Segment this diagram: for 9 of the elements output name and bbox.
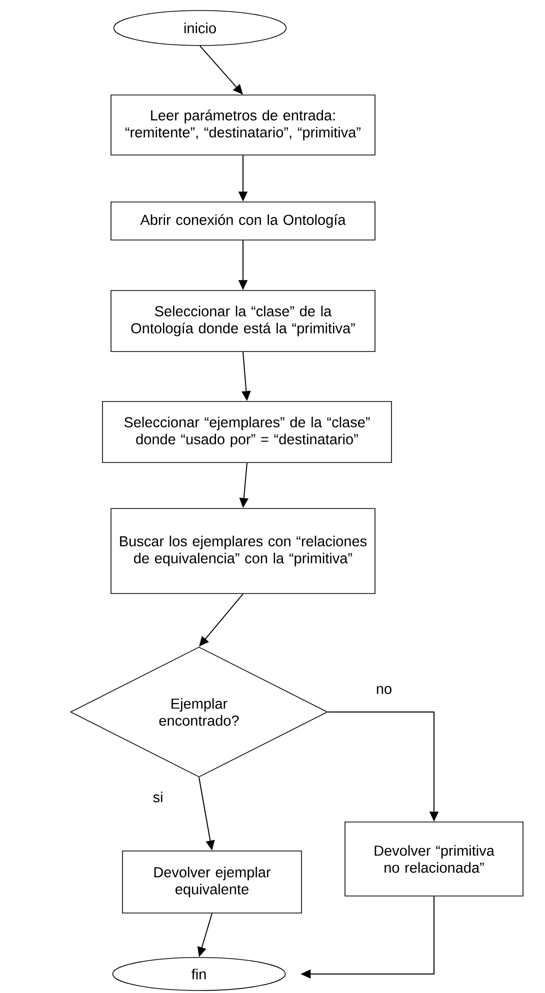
process-box: Leer parámetros de entrada: “remitente”, “destinatario”, “primitiva” (110, 94, 376, 156)
process-box: Devolver ejemplar equivalente (122, 850, 302, 914)
process-box: Buscar los ejemplares con “relaciones de equivalencia” con la “primitiva” (110, 508, 376, 594)
process-box: Devolver “primitiva no relacionada” (344, 822, 524, 896)
process-box: Abrir conexión con la Ontología (110, 202, 376, 240)
process-box: Seleccionar “ejemplares” de la “clase” donde “usado por” = “destinatario” (102, 401, 392, 463)
edge-label: no (374, 685, 394, 695)
process-box: Seleccionar la “clase” de la Ontología donde está la “primitiva” (110, 290, 376, 352)
edge-label: si (152, 790, 164, 804)
